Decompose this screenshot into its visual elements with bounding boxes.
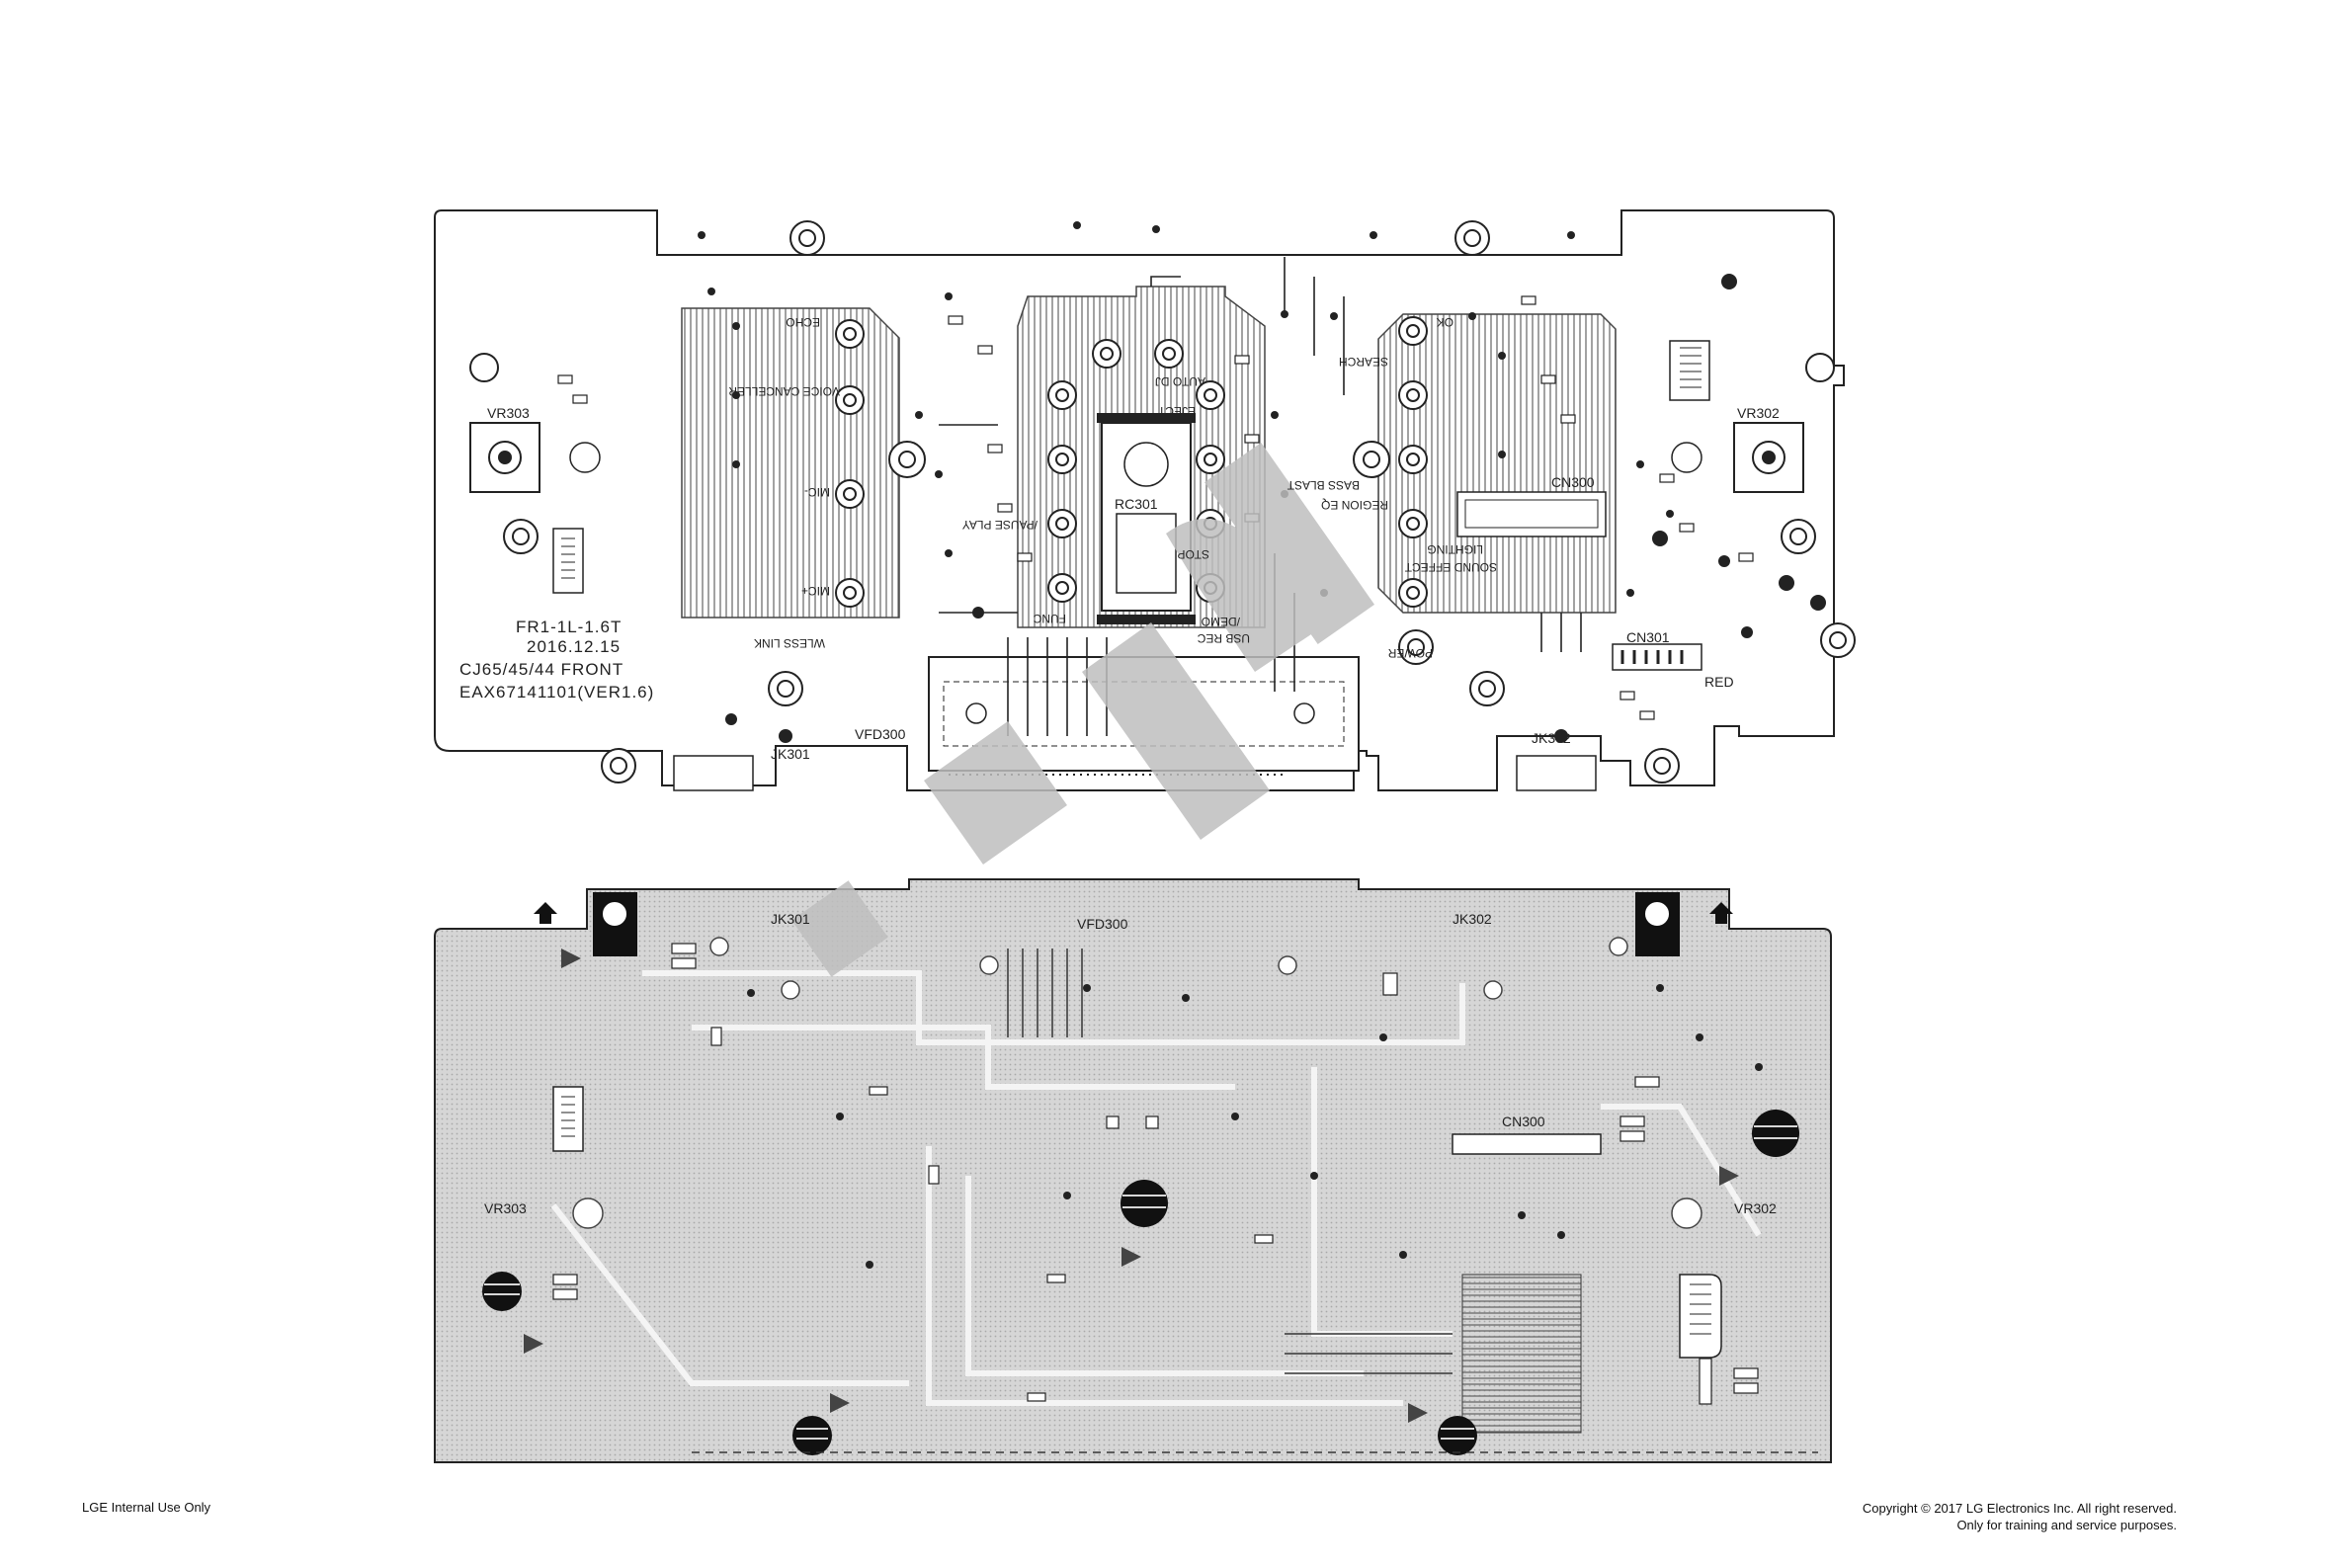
pad-stripes	[484, 1125, 1797, 1440]
label-stop: STOP	[1178, 547, 1209, 561]
vr303-potentiometer	[469, 353, 601, 493]
copper-pour-left	[681, 307, 900, 619]
label-vfd300-bottom: VFD300	[1077, 916, 1128, 932]
hatched-area	[1461, 1274, 1582, 1434]
tact-switches	[835, 316, 1428, 608]
label-func: FUNC	[1033, 612, 1066, 625]
label-bass-blast: BASS BLAST	[1287, 478, 1360, 492]
label-lighting: LIGHTING	[1427, 542, 1483, 556]
label-jk301-bottom: JK301	[771, 911, 810, 927]
label-sound-effect: SOUND EFFECT	[1404, 560, 1497, 574]
mounting-holes-top	[503, 220, 1856, 784]
label-region-eq: REGION EQ	[1321, 498, 1388, 512]
label-jk302-top: JK302	[1532, 730, 1571, 746]
label-pause-play: /PAUSE PLAY	[962, 518, 1038, 532]
label-vr302-bottom: VR302	[1734, 1200, 1777, 1216]
label-jk301-top: JK301	[771, 746, 810, 762]
label-echo: ECHO	[786, 315, 820, 329]
label-power: POWER	[1387, 646, 1433, 660]
label-mic-plus: MIC+	[801, 584, 830, 598]
label-wless-link: WLESS LINK	[754, 636, 825, 650]
cone-markers	[524, 949, 1739, 1423]
label-mic-minus: MIC-	[804, 485, 830, 499]
label-rc301: RC301	[1115, 496, 1158, 512]
cn300-connector	[1456, 491, 1607, 537]
label-search: SEARCH	[1339, 355, 1388, 369]
rc301-receiver	[1097, 413, 1196, 624]
bottom-ribbon-right	[1679, 1274, 1722, 1359]
label-vr303-bottom: VR303	[484, 1200, 527, 1216]
bottom-ribbon-left	[552, 1086, 584, 1152]
bottom-board	[434, 878, 1832, 1463]
label-voice-canceller: VOICE CANCELLER	[728, 384, 840, 398]
top-board-info: FR1-1L-1.6T 2016.12.15 CJ65/45/44 FRONT …	[459, 618, 654, 701]
top-board	[434, 209, 1856, 791]
footer-copyright-line1: Copyright © 2017 LG Electronics Inc. All…	[1862, 1501, 2177, 1516]
label-red: RED	[1704, 674, 1734, 690]
label-vr303-top: VR303	[487, 405, 530, 421]
ribbon-connector-right	[1669, 340, 1710, 401]
footer-copyright: Copyright © 2017 LG Electronics Inc. All…	[1863, 1500, 2177, 1533]
footer-copyright-line2: Only for training and service purposes.	[1956, 1518, 2177, 1532]
label-cn300-top: CN300	[1551, 474, 1595, 490]
info-line-3: CJ65/45/44 FRONT	[459, 660, 623, 679]
top-refdes-labels: VR303 VR302 RC301 CN300 CN301 RED VFD300…	[487, 405, 1780, 762]
bottom-traces-dark	[692, 949, 1818, 1453]
top-smd-parts	[557, 295, 1754, 720]
info-line-1: FR1-1L-1.6T	[516, 618, 622, 636]
top-leds	[725, 274, 1826, 725]
button-labels: ECHO VOICE CANCELLER MIC- MIC+ /PAUSE PL…	[728, 315, 1497, 660]
label-demo: /DEMO	[1202, 615, 1240, 628]
label-ok: OK	[1437, 315, 1453, 329]
vr302-potentiometer	[1671, 353, 1835, 493]
watermark	[791, 443, 1375, 977]
label-cn300-bottom: CN300	[1502, 1114, 1545, 1129]
jk301-jack	[673, 729, 792, 791]
label-auto-dj: AUTO DJ	[1155, 374, 1205, 388]
footer-internal-use: LGE Internal Use Only	[82, 1500, 211, 1515]
bottom-smd-parts	[552, 943, 1759, 1405]
label-eject: EJECT	[1157, 404, 1196, 418]
bottom-cn300-footprint	[1452, 1133, 1602, 1155]
label-cn301: CN301	[1626, 629, 1670, 645]
label-jk302-bottom: JK302	[1453, 911, 1492, 927]
label-vr302-top: VR302	[1737, 405, 1780, 421]
jk302-jack	[1516, 729, 1597, 791]
ribbon-connector-left	[552, 528, 584, 594]
info-line-2: 2016.12.15	[527, 637, 621, 656]
cn301-connector	[1612, 643, 1702, 671]
bottom-vias	[747, 984, 1763, 1269]
bottom-traces	[550, 970, 1762, 1406]
copper-pour-right	[1377, 313, 1617, 614]
bottom-holes	[572, 937, 1702, 1229]
black-pads	[482, 1110, 1799, 1455]
bottom-edge-connectors	[534, 892, 1733, 956]
info-line-4: EAX67141101(VER1.6)	[459, 683, 654, 701]
label-vfd300-top: VFD300	[855, 726, 906, 742]
label-usb-rec: USB REC	[1197, 631, 1250, 645]
bottom-refdes-labels: JK301 JK302 VFD300 CN300 VR303 VR302	[484, 911, 1777, 1216]
